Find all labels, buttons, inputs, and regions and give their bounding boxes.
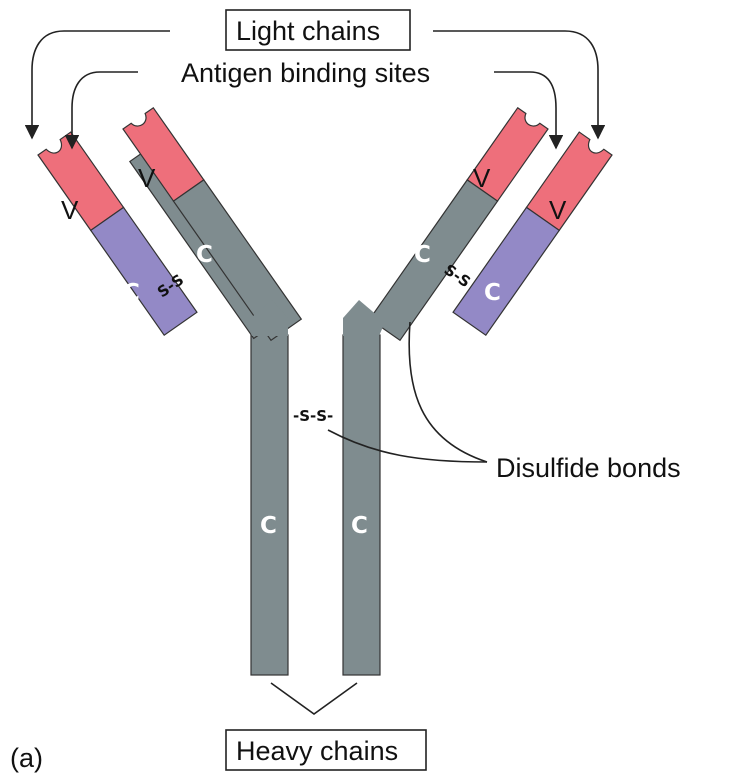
left-elbow-join	[246, 300, 288, 336]
right-heavy-variable-region	[466, 106, 549, 202]
left-heavy-c-label: C	[196, 242, 213, 268]
right-heavy-chain-upper	[368, 106, 549, 342]
disulfide-bonds-label: Disulfide bonds	[496, 453, 681, 483]
left-light-variable-region	[37, 131, 125, 232]
right-light-v-label: V	[549, 195, 567, 225]
disulfide-leader-line-2	[408, 321, 488, 463]
right-light-c-label: C	[484, 280, 501, 306]
right-heavy-c-label: C	[414, 242, 431, 268]
hinge-disulfide-label: -S-S-	[293, 407, 333, 425]
heavy-chains-bracket	[270, 682, 358, 715]
left-light-c-label: C	[123, 280, 140, 306]
left-light-v-label: V	[61, 195, 79, 225]
right-elbow-join	[343, 300, 385, 336]
right-stem-c-label: C	[351, 513, 368, 539]
right-heavy-v-label: V	[473, 163, 491, 193]
right-light-constant-region	[452, 206, 561, 337]
antigen-sites-arrow-left	[64, 71, 138, 150]
heavy-chains-box	[225, 729, 427, 771]
right-light-chain	[452, 131, 613, 337]
right-heavy-constant-block	[368, 179, 499, 342]
disulfide-leader-line-1	[327, 429, 488, 463]
left-stem-c-label: C	[260, 513, 277, 539]
left-light-constant-region	[89, 206, 198, 337]
antigen-binding-sites-label: Antigen binding sites	[181, 58, 430, 88]
heavy-chains-label: Heavy chains	[236, 736, 398, 766]
left-heavy-chain-stem	[250, 334, 289, 676]
light-chains-arrow-right	[433, 30, 606, 140]
left-heavy-variable-region	[122, 106, 205, 202]
panel-label: (a)	[10, 743, 43, 773]
left-heavy-v-label: V	[138, 163, 156, 193]
right-heavy-chain-stem	[342, 334, 381, 676]
antigen-sites-arrow-right	[494, 71, 564, 150]
left-light-chain	[37, 131, 198, 337]
light-chains-arrow-left	[24, 30, 170, 140]
light-chains-label: Light chains	[236, 16, 380, 46]
light-chains-box	[225, 9, 411, 51]
right-light-variable-region	[525, 131, 613, 232]
